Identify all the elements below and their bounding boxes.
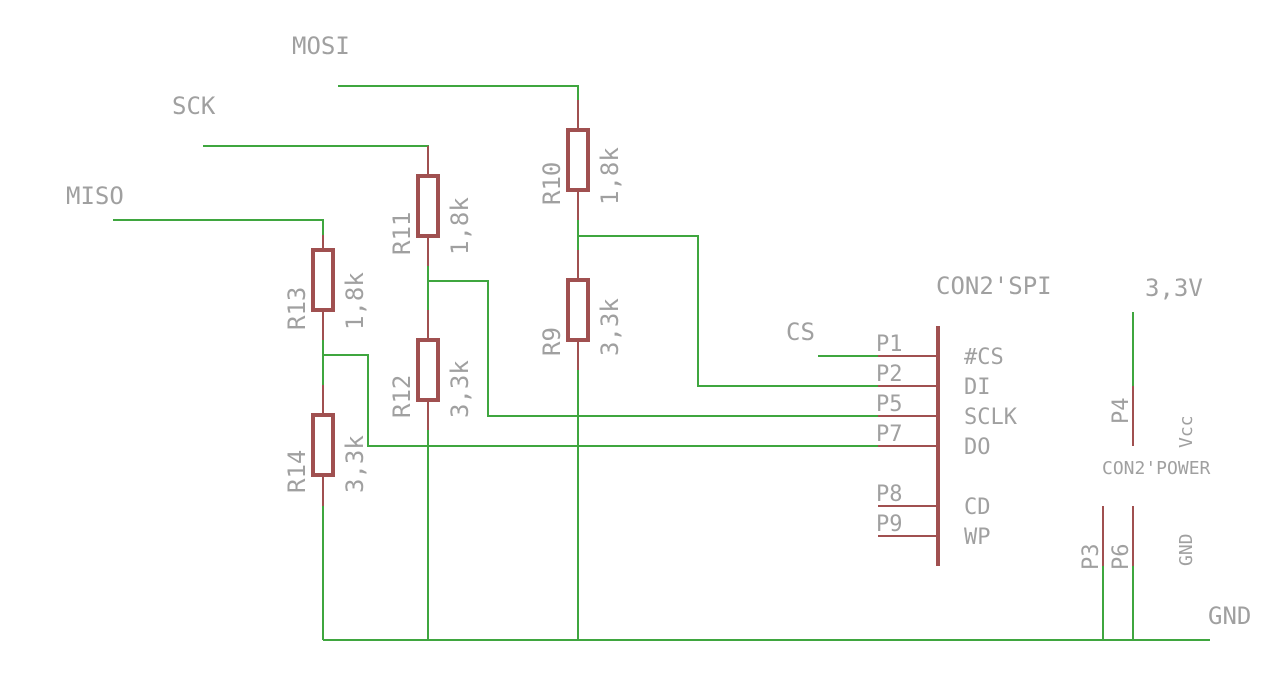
spi-connector: CON2'SPI P1 P2 P5 P7 P8 P9 #CS DI SCLK D…	[876, 272, 1052, 566]
power-pin-p4: P4	[1109, 398, 1134, 425]
spi-signal-cd: CD	[964, 495, 991, 520]
wire-do	[323, 354, 878, 447]
resistor-r9: R9 3,3k	[538, 250, 624, 370]
spi-signal-cs: #CS	[964, 345, 1004, 370]
spi-signal-wp: WP	[964, 525, 991, 550]
resistor-r13-value: 1,8k	[341, 272, 369, 330]
wires	[113, 85, 1210, 641]
resistor-r14-value: 3,3k	[341, 435, 369, 493]
resistor-r12-name: R12	[388, 375, 416, 418]
net-label-sck: SCK	[172, 92, 216, 120]
resistor-r9-value: 3,3k	[596, 298, 624, 356]
resistor-r11: R11 1,8k	[388, 146, 474, 310]
wire-di	[578, 235, 878, 387]
power-pin-p6: P6	[1109, 544, 1134, 571]
spi-pin-p7: P7	[876, 422, 903, 447]
resistor-r10-value: 1,8k	[596, 147, 624, 205]
spi-signal-sclk: SCLK	[964, 405, 1018, 430]
power-connector: CON2'POWER P4 Vcc P3 P6 GND	[1079, 386, 1211, 570]
resistor-r13-name: R13	[283, 287, 311, 330]
net-label-mosi: MOSI	[292, 32, 350, 60]
spi-pin-p8: P8	[876, 482, 903, 507]
power-signal-gnd: GND	[1176, 533, 1197, 566]
resistor-r14: R14 3,3k	[283, 385, 369, 506]
power-pin-p3: P3	[1079, 544, 1104, 571]
resistor-r14-name: R14	[283, 450, 311, 493]
net-label-vcc: 3,3V	[1145, 274, 1203, 302]
power-signal-vcc: Vcc	[1176, 415, 1197, 448]
spi-signal-di: DI	[964, 375, 991, 400]
resistor-r12-value: 3,3k	[446, 360, 474, 418]
wire-sclk	[428, 280, 878, 417]
wire-mosi	[338, 85, 579, 100]
wire-miso	[113, 219, 324, 235]
resistor-r10: R10 1,8k	[538, 100, 624, 250]
spi-pin-p2: P2	[876, 362, 903, 387]
resistor-r13: R13 1,8k	[283, 235, 369, 385]
power-connector-name: CON2'POWER	[1102, 458, 1211, 479]
wire-sck	[203, 145, 429, 160]
net-label-miso: MISO	[66, 182, 124, 210]
net-label-cs: CS	[786, 318, 815, 346]
resistor-r11-name: R11	[388, 212, 416, 255]
resistor-r11-value: 1,8k	[446, 197, 474, 255]
spi-pin-p9: P9	[876, 512, 903, 537]
resistor-r12: R12 3,3k	[388, 310, 474, 430]
net-label-gnd: GND	[1208, 602, 1251, 630]
spi-connector-name: CON2'SPI	[936, 272, 1052, 300]
spi-pin-p1: P1	[876, 332, 903, 357]
spi-pin-p5: P5	[876, 392, 903, 417]
spi-signal-do: DO	[964, 435, 991, 460]
resistor-r9-name: R9	[538, 327, 566, 356]
resistor-r10-name: R10	[538, 162, 566, 205]
